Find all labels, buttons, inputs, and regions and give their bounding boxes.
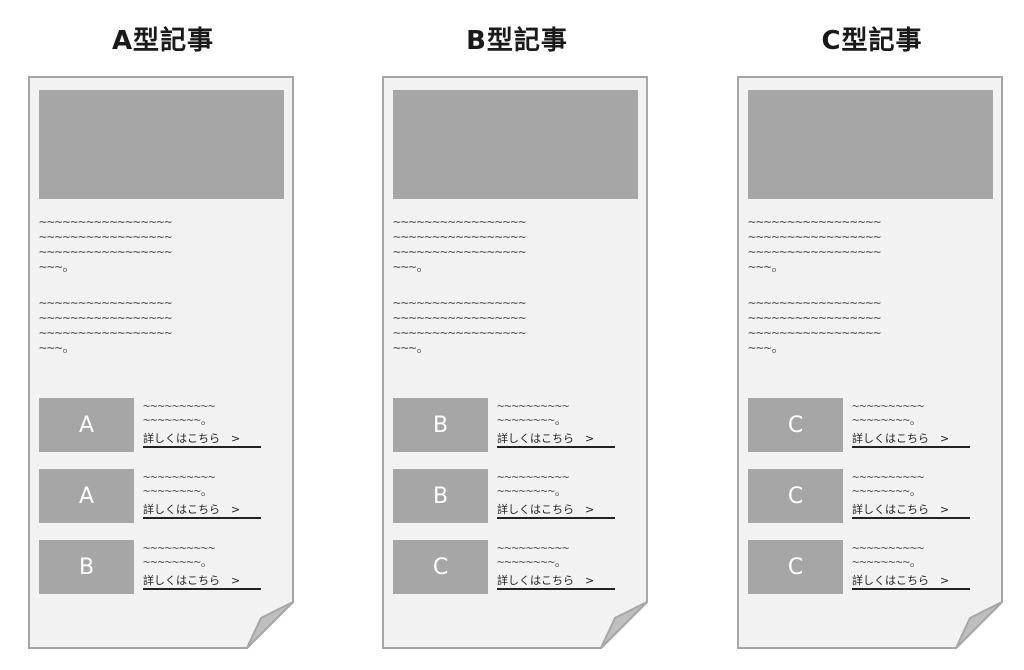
read-more-link[interactable]: 詳しくはこちら > [143,574,261,590]
card-description: ~~~~~~~~~~ ~~~~~~~~。 [143,470,216,498]
article-column-c: C型記事 ~~~~~~~~~~~~~~~~~ ~~~~~~~~~~~~~~~~~… [737,0,1007,670]
body-paragraph: ~~~~~~~~~~~~~~~~~ ~~~~~~~~~~~~~~~~~ ~~~~… [39,215,173,275]
card-description: ~~~~~~~~~~ ~~~~~~~~。 [852,541,925,569]
hero-image-placeholder [748,90,993,199]
related-article-card[interactable]: C ~~~~~~~~~~ ~~~~~~~~。 詳しくはこちら > [393,540,638,596]
column-title: A型記事 [111,26,215,56]
card-description: ~~~~~~~~~~ ~~~~~~~~。 [497,470,570,498]
article-column-a: A型記事 ~~~~~~~~~~~~~~~~~ ~~~~~~~~~~~~~~~~~… [28,0,298,670]
card-thumbnail: B [393,469,488,523]
related-article-card[interactable]: A ~~~~~~~~~~ ~~~~~~~~。 詳しくはこちら > [39,398,284,454]
page-fold-icon [246,601,294,649]
body-paragraph: ~~~~~~~~~~~~~~~~~ ~~~~~~~~~~~~~~~~~ ~~~~… [393,296,527,356]
card-thumbnail: C [748,398,843,452]
related-article-card[interactable]: C ~~~~~~~~~~ ~~~~~~~~。 詳しくはこちら > [748,398,993,454]
article-column-b: B型記事 ~~~~~~~~~~~~~~~~~ ~~~~~~~~~~~~~~~~~… [382,0,652,670]
read-more-link[interactable]: 詳しくはこちら > [497,432,615,448]
body-paragraph: ~~~~~~~~~~~~~~~~~ ~~~~~~~~~~~~~~~~~ ~~~~… [748,296,882,356]
related-article-card[interactable]: B ~~~~~~~~~~ ~~~~~~~~。 詳しくはこちら > [393,469,638,525]
column-title: B型記事 [466,26,568,56]
hero-image-placeholder [393,90,638,199]
body-paragraph: ~~~~~~~~~~~~~~~~~ ~~~~~~~~~~~~~~~~~ ~~~~… [393,215,527,275]
page-fold-icon [600,601,648,649]
hero-image-placeholder [39,90,284,199]
related-article-card[interactable]: B ~~~~~~~~~~ ~~~~~~~~。 詳しくはこちら > [393,398,638,454]
card-description: ~~~~~~~~~~ ~~~~~~~~。 [143,399,216,427]
card-thumbnail: A [39,469,134,523]
card-thumbnail: C [393,540,488,594]
card-thumbnail: B [39,540,134,594]
body-paragraph: ~~~~~~~~~~~~~~~~~ ~~~~~~~~~~~~~~~~~ ~~~~… [748,215,882,275]
read-more-link[interactable]: 詳しくはこちら > [852,432,970,448]
card-thumbnail: C [748,540,843,594]
card-thumbnail: C [748,469,843,523]
card-description: ~~~~~~~~~~ ~~~~~~~~。 [852,399,925,427]
read-more-link[interactable]: 詳しくはこちら > [143,432,261,448]
card-thumbnail: B [393,398,488,452]
article-page: ~~~~~~~~~~~~~~~~~ ~~~~~~~~~~~~~~~~~ ~~~~… [28,76,298,650]
page-fold-icon [955,601,1003,649]
card-description: ~~~~~~~~~~ ~~~~~~~~。 [143,541,216,569]
card-description: ~~~~~~~~~~ ~~~~~~~~。 [852,470,925,498]
read-more-link[interactable]: 詳しくはこちら > [497,574,615,590]
article-page: ~~~~~~~~~~~~~~~~~ ~~~~~~~~~~~~~~~~~ ~~~~… [382,76,652,650]
related-article-card[interactable]: B ~~~~~~~~~~ ~~~~~~~~。 詳しくはこちら > [39,540,284,596]
related-article-card[interactable]: C ~~~~~~~~~~ ~~~~~~~~。 詳しくはこちら > [748,540,993,596]
column-title: C型記事 [821,26,923,56]
related-article-card[interactable]: A ~~~~~~~~~~ ~~~~~~~~。 詳しくはこちら > [39,469,284,525]
read-more-link[interactable]: 詳しくはこちら > [497,503,615,519]
read-more-link[interactable]: 詳しくはこちら > [143,503,261,519]
read-more-link[interactable]: 詳しくはこちら > [852,503,970,519]
related-article-card[interactable]: C ~~~~~~~~~~ ~~~~~~~~。 詳しくはこちら > [748,469,993,525]
read-more-link[interactable]: 詳しくはこちら > [852,574,970,590]
card-description: ~~~~~~~~~~ ~~~~~~~~。 [497,399,570,427]
card-thumbnail: A [39,398,134,452]
article-page: ~~~~~~~~~~~~~~~~~ ~~~~~~~~~~~~~~~~~ ~~~~… [737,76,1007,650]
body-paragraph: ~~~~~~~~~~~~~~~~~ ~~~~~~~~~~~~~~~~~ ~~~~… [39,296,173,356]
card-description: ~~~~~~~~~~ ~~~~~~~~。 [497,541,570,569]
